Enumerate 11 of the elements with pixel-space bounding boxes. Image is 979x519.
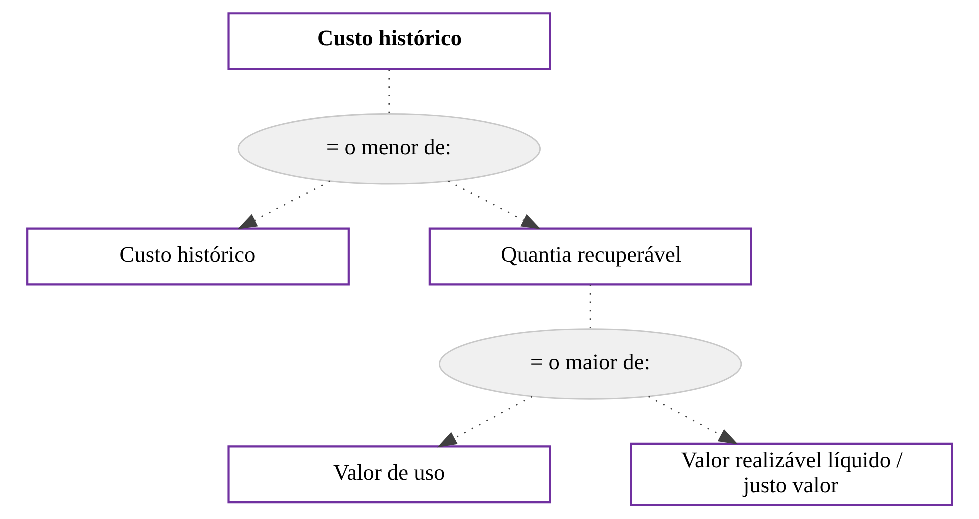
arrow <box>436 396 532 448</box>
arrow <box>448 180 541 230</box>
node-box: Custo histórico <box>26 228 350 286</box>
node-ellipse: = o menor de: <box>237 114 540 185</box>
node-ellipse: = o maior de: <box>438 328 742 400</box>
node-box: Quantia recuperável <box>428 228 752 286</box>
arrow <box>648 396 738 445</box>
node-box: Valor de uso <box>227 446 551 504</box>
arrow <box>237 180 330 230</box>
node-box: Custo histórico <box>227 12 551 71</box>
node-box: Valor realizável líquido / justo valor <box>630 442 953 506</box>
